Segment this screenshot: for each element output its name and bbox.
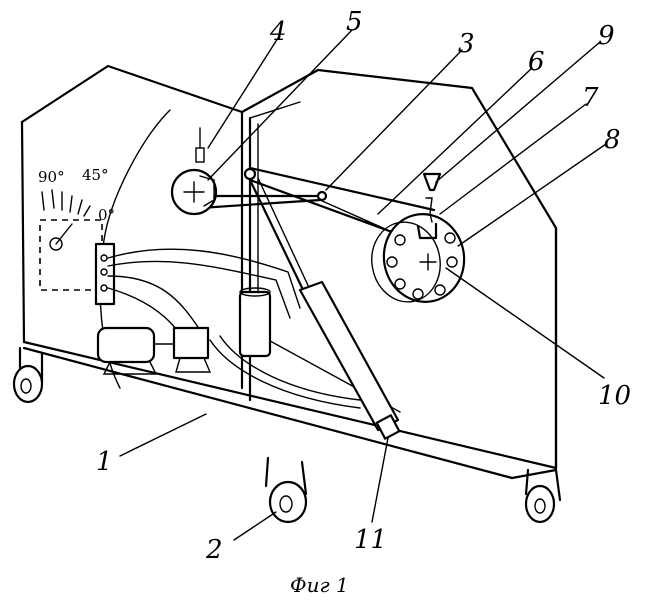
scale-label-0: 0° — [98, 206, 115, 224]
callout-3: 3 — [458, 29, 475, 59]
callout-2: 2 — [205, 535, 223, 565]
callout-6: 6 — [528, 47, 545, 77]
large-disc — [366, 174, 471, 308]
callout-1: 1 — [96, 447, 113, 477]
wheel-rear-right — [526, 470, 560, 522]
control-panel — [40, 190, 102, 290]
callout-9: 9 — [598, 21, 615, 51]
callout-5: 5 — [346, 7, 363, 37]
callout-8: 8 — [604, 125, 621, 155]
wheel-front-left — [14, 348, 42, 402]
pneumatic-cylinder — [250, 178, 399, 439]
connector-block — [96, 244, 114, 304]
pump — [174, 328, 210, 372]
figure-caption: Фиг 1 — [290, 573, 349, 597]
motor — [98, 328, 174, 374]
scale-label-90: 90° — [38, 168, 65, 186]
callout-10: 10 — [598, 381, 631, 411]
receiver-cylinder — [240, 288, 270, 356]
callout-11: 11 — [354, 525, 387, 555]
scale-label-45: 45° — [82, 166, 109, 184]
callout-7: 7 — [582, 83, 599, 113]
wheel-front-center — [266, 458, 306, 522]
small-disc — [172, 128, 216, 214]
callout-4: 4 — [269, 17, 287, 47]
